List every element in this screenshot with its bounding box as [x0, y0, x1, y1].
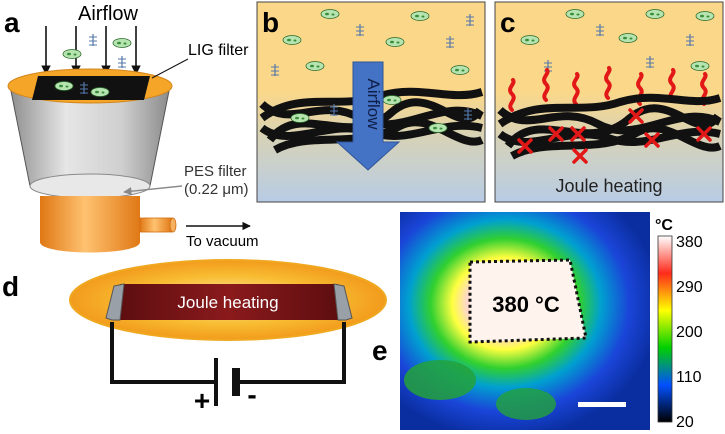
pes-filter-disc — [29, 173, 151, 199]
lig-filter — [32, 76, 150, 100]
airflow-arrow-label: Airflow — [364, 78, 383, 130]
microbe-icon — [695, 11, 715, 21]
panel-letter-e: e — [372, 335, 388, 366]
colorbar-tick: 290 — [676, 279, 703, 296]
microbe-icon — [690, 61, 710, 71]
panel-a: a Airflow LIG filter PES filter (0.22 μm… — [4, 3, 259, 253]
panel-b: Airflow b — [256, 1, 486, 203]
joule-heating-caption: Joule heating — [555, 176, 662, 196]
virus-icon — [117, 55, 127, 69]
colorbar-tick: 110 — [676, 369, 702, 386]
thermal-blob — [496, 388, 556, 420]
panel-letter-b: b — [262, 7, 279, 38]
pes-filter-leader — [123, 185, 183, 196]
microbe-icon — [565, 9, 585, 19]
vacuum-base — [40, 196, 140, 253]
microbe-icon — [428, 123, 448, 133]
colorbar-tick: 20 — [676, 414, 694, 431]
microbe-icon — [645, 9, 665, 19]
electrode-right — [333, 283, 353, 321]
panel-letter-a: a — [4, 7, 20, 38]
temperature-label: 380 °C — [492, 292, 560, 317]
microbe-icon — [385, 37, 405, 47]
microbe-icon — [320, 9, 340, 19]
colorbar — [657, 235, 673, 423]
microbe-icon — [520, 35, 540, 45]
circuit-wires — [110, 322, 346, 384]
airflow-label: Airflow — [78, 3, 139, 25]
hot-zone — [470, 260, 586, 342]
airflow-big-arrow — [335, 61, 401, 171]
microbe-icon — [618, 33, 638, 43]
microbe-icon — [410, 11, 430, 21]
panel-letter-d: d — [2, 271, 19, 302]
virus-icon — [88, 33, 98, 47]
microbe-icon — [305, 61, 325, 71]
pes-filter-label: PES filter — [184, 163, 247, 180]
microbe-icon — [112, 38, 132, 48]
panel-e: e 380 °C °C 380 290 200 110 20 — [372, 212, 703, 431]
colorbar-tick: 380 — [676, 234, 703, 251]
microbe-icon — [282, 35, 302, 45]
airflow-arrows — [41, 26, 141, 75]
scale-bar — [578, 402, 626, 407]
joule-heating-label: Joule heating — [177, 293, 278, 312]
to-vacuum-label: To vacuum — [186, 233, 259, 250]
microbe-icon — [90, 87, 110, 97]
microbe-icon — [382, 95, 402, 105]
microbe-icon — [62, 49, 82, 59]
thermal-blob — [404, 360, 476, 400]
vacuum-outlet — [139, 217, 173, 233]
lig-filter-leader — [151, 58, 189, 79]
heating-element — [120, 284, 338, 320]
microbe-icon — [450, 65, 470, 75]
panel-letter-c: c — [500, 7, 516, 38]
lig-filter-label: LIG filter — [188, 42, 249, 59]
colorbar-unit: °C — [655, 217, 673, 234]
microbe-icon — [54, 81, 74, 91]
panel-d: d Joule heating + - — [2, 259, 387, 416]
pes-filter-size: (0.22 μm) — [184, 181, 249, 198]
electrode-left — [105, 283, 125, 321]
colorbar-tick: 200 — [676, 324, 703, 341]
panel-c: Joule heating c — [494, 1, 724, 203]
microbe-icon — [290, 113, 310, 123]
battery-plus: + — [194, 385, 210, 416]
battery-minus: - — [247, 379, 256, 410]
hot-zone-outline — [468, 258, 588, 344]
